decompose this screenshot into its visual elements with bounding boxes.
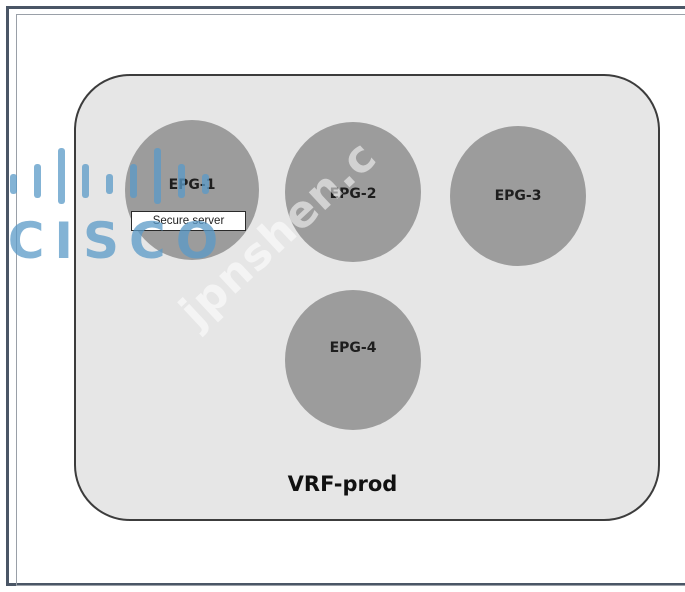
epg-3-label: EPG-3 [494,188,542,204]
epg-4-circle: EPG-4 [285,290,421,430]
secure-server-callout: Secure server [131,211,246,231]
epg-2-label: EPG-2 [329,186,377,202]
epg-3-circle: EPG-3 [450,126,586,266]
epg-2-circle: EPG-2 [285,122,421,262]
vrf-label: VRF-prod [287,472,398,496]
cisco-wordmark: CISCO [8,212,229,270]
cisco-logo: CISCO [8,148,229,270]
epg-4-label: EPG-4 [329,340,377,356]
diagram-inner-border [16,14,685,586]
